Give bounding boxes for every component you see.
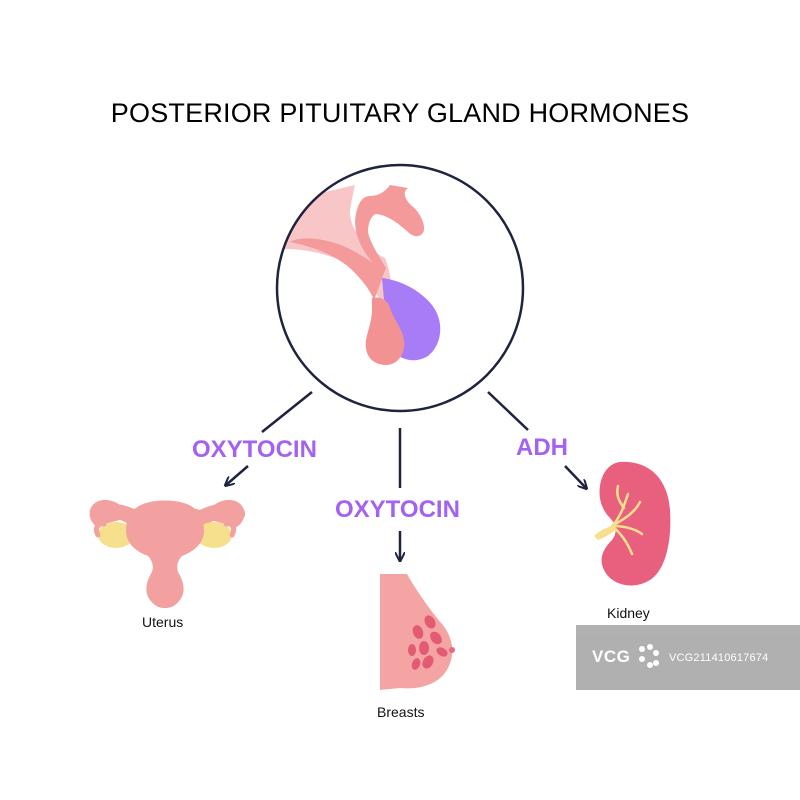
- left-ovary: [98, 522, 134, 548]
- hormone-label-oxytocin-breasts: OXYTOCIN: [335, 496, 460, 523]
- hormone-label-oxytocin-uterus: OXYTOCIN: [192, 436, 317, 463]
- arrow-uterus: [226, 465, 249, 485]
- uterus-illustration: [89, 499, 246, 608]
- hormone-label-adh: ADH: [516, 434, 568, 461]
- renal-pelvis: [610, 484, 644, 556]
- watermark-id: VCG211410617674: [669, 652, 769, 664]
- magnifier-circle: [275, 163, 525, 413]
- organ-label-kidney: Kidney: [607, 605, 650, 621]
- breast-illustration: [380, 574, 455, 690]
- page-title: POSTERIOR PITUITARY GLAND HORMONES: [110, 98, 690, 128]
- nipple: [449, 647, 455, 653]
- anterior-lobe: [365, 297, 405, 365]
- mammary-lobules: [408, 615, 448, 670]
- watermark-logo: VCG: [592, 647, 631, 666]
- organ-label-breasts: Breasts: [377, 704, 425, 720]
- watermark-mark-icon: [639, 644, 659, 668]
- organ-label-uterus: Uterus: [142, 614, 184, 630]
- pituitary-gland-illustration: [275, 163, 525, 413]
- connector-left: [261, 391, 313, 433]
- kidney-hilum: [594, 526, 616, 540]
- pituitary-stalk: [290, 185, 425, 300]
- arrow-kidney: [564, 465, 586, 488]
- kidney-illustration: [594, 461, 671, 586]
- uterus-body: [126, 500, 204, 608]
- connector-right: [487, 391, 529, 431]
- watermark-banner: VCG VCG211410617674: [576, 625, 800, 690]
- right-ovary: [196, 522, 232, 548]
- kidney-shape: [599, 461, 671, 586]
